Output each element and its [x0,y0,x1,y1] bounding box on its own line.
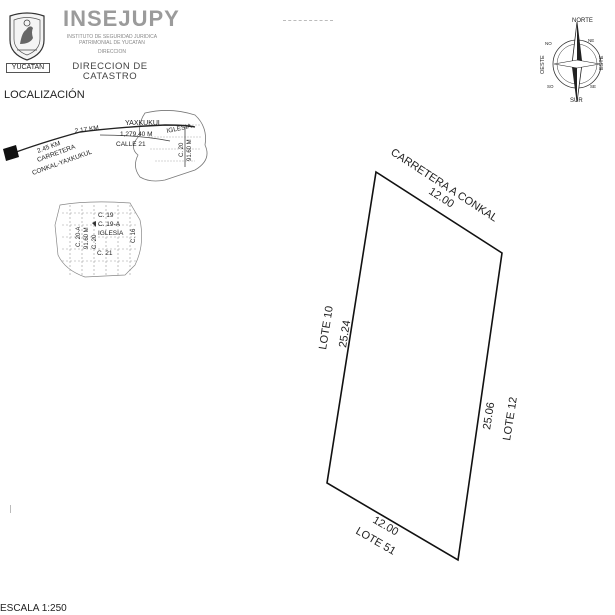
church-icon [92,221,96,227]
crest-label: YUCATAN [6,63,50,73]
map-label-church-inset: IGLESIA [98,230,124,237]
map-label-c16: C. 16 [131,228,137,243]
location-map: 2.45 KM CARRETERA CONKAL-YAXKUKUL 2.17 K… [3,110,208,278]
compass-sw-label: SO [547,84,554,89]
conkal-yaxkukul-road [7,124,196,156]
location-title: LOCALIZACIÓN [4,89,85,101]
plot-top-label: CARRETERA A CONKAL [388,146,499,224]
state-crest [6,10,48,62]
north-needle-shade [577,22,582,64]
scan-mark [283,20,333,22]
map-label-dist3: 1,279.40 M [120,131,153,138]
map-label-c19: C. 19 [98,212,114,219]
department-line-2: CATASTRO [82,71,138,82]
map-label-c21: C. 21 [97,250,113,257]
lot-location-marker [3,145,19,161]
compass-ne-label: NE [588,38,594,43]
crest-icon [9,12,45,61]
plot-left-length: 25.24 [337,319,353,348]
map-label-c19a: C. 19-A [98,221,121,228]
compass-west-label: OESTE [540,55,546,74]
compass-south-label: SUR [570,98,583,104]
map-label-c20a: C. 20-A [76,227,82,247]
department-line-1: DIRECCION DE [72,61,148,72]
department-name: DIRECCION DE CATASTRO [62,62,158,82]
org-name: INSEJUPY [63,6,180,31]
compass-se-label: SE [590,84,596,89]
compass-nw-label: NO [545,41,552,46]
compass-rose: NORTE SUR ESTE OESTE NE NO SE SO [540,18,605,104]
calle-21-line [99,134,171,142]
org-subtitle-line-3: DIRECCION [97,49,127,55]
map-label-dist4: 91.60 M [187,139,193,161]
plot-right-length: 25.06 [481,401,497,430]
inset-grid-streets-h [62,212,138,262]
town-outline [133,110,208,182]
scan-tick [10,505,11,513]
south-needle-shade [572,64,577,102]
compass-east-label: ESTE [599,55,605,70]
map-label-dist5: 91.60 M [84,227,90,249]
lot-boundary [326,170,503,562]
map-label-c20: C. 20 [92,234,98,249]
map-label-street21: CALLE 21 [116,141,146,148]
map-label-town: YAXKUKUL [125,120,162,127]
map-label-dist2: 2.17 KM [74,125,99,135]
org-subtitle: INSTITUTO DE SEGURIDAD JURIDICA PATRIMON… [66,34,158,55]
east-west-needle [553,59,601,69]
compass-north-label: NORTE [572,18,593,24]
org-subtitle-line-1: INSTITUTO DE SEGURIDAD JURIDICA [66,34,158,40]
map-label-street20-top: C. 20 [179,142,185,157]
scale-label: ESCALA 1:250 [0,603,67,614]
org-subtitle-line-2: PATRIMONIAL DE YUCATAN [79,40,145,46]
inset-outline [54,201,142,278]
lot-plan: CARRETERA A CONKAL 12.00 LOTE 10 25.24 2… [317,146,520,562]
plot-right-label: LOTE 12 [501,396,520,441]
plot-left-label: LOTE 10 [317,305,336,350]
